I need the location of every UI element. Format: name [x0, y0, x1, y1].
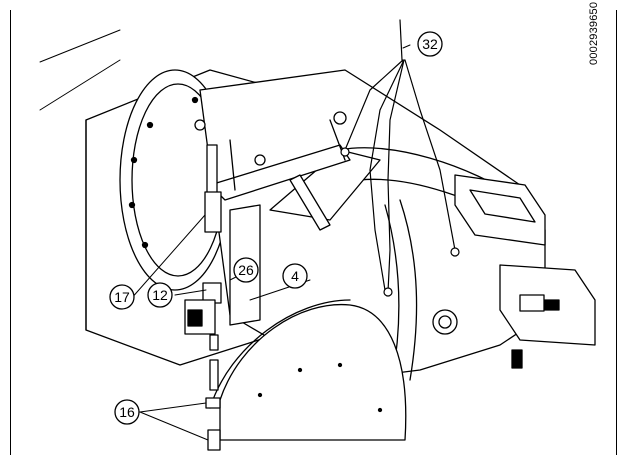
callout-12-label: 12 [152, 287, 168, 303]
callout-leaders [129, 44, 411, 441]
control-box [454, 174, 596, 369]
callout-12: 12 [147, 282, 173, 308]
lifting-chain [340, 19, 460, 297]
lifting-frame [194, 111, 351, 326]
burner-housing [199, 69, 546, 381]
callout-17-label: 17 [114, 289, 130, 305]
hinge-pin-assembly [184, 144, 222, 451]
left-border-line [10, 10, 11, 455]
callout-32-label: 32 [422, 36, 438, 52]
callout-26: 26 [233, 257, 259, 283]
callout-32: 32 [417, 31, 443, 57]
callout-4-label: 4 [291, 268, 299, 284]
callout-17: 17 [109, 284, 135, 310]
front-cover [209, 299, 407, 441]
callout-26-label: 26 [238, 262, 254, 278]
callout-16-label: 16 [119, 404, 135, 420]
callout-4: 4 [282, 263, 308, 289]
callout-16: 16 [114, 399, 140, 425]
right-border-line [616, 10, 617, 455]
sight-glass [432, 309, 458, 335]
